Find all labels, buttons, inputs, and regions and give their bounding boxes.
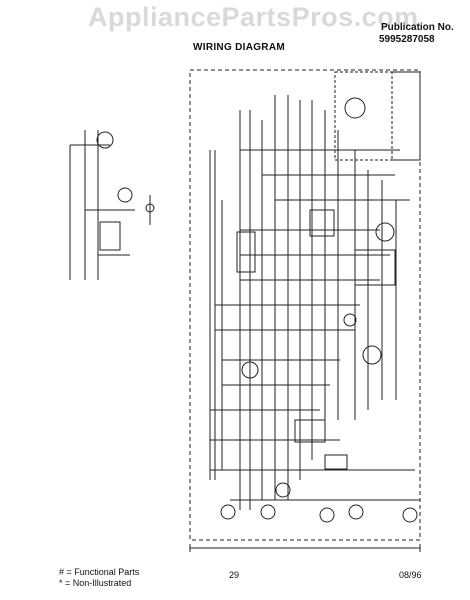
publication-label: Publication No. bbox=[381, 22, 454, 33]
inset-schematic bbox=[69, 130, 155, 280]
legend-non-illustrated: * = Non-Illustrated bbox=[59, 578, 132, 588]
date-code: 08/96 bbox=[399, 570, 422, 580]
page-number: 29 bbox=[229, 570, 240, 580]
watermark: AppliancePartsPros.com bbox=[88, 2, 419, 32]
schematic-frame bbox=[189, 69, 421, 552]
legend-functional-parts: # = Functional Parts bbox=[59, 567, 140, 577]
publication-number: 5995287058 bbox=[379, 34, 435, 45]
diagram-title: WIRING DIAGRAM bbox=[193, 42, 285, 53]
